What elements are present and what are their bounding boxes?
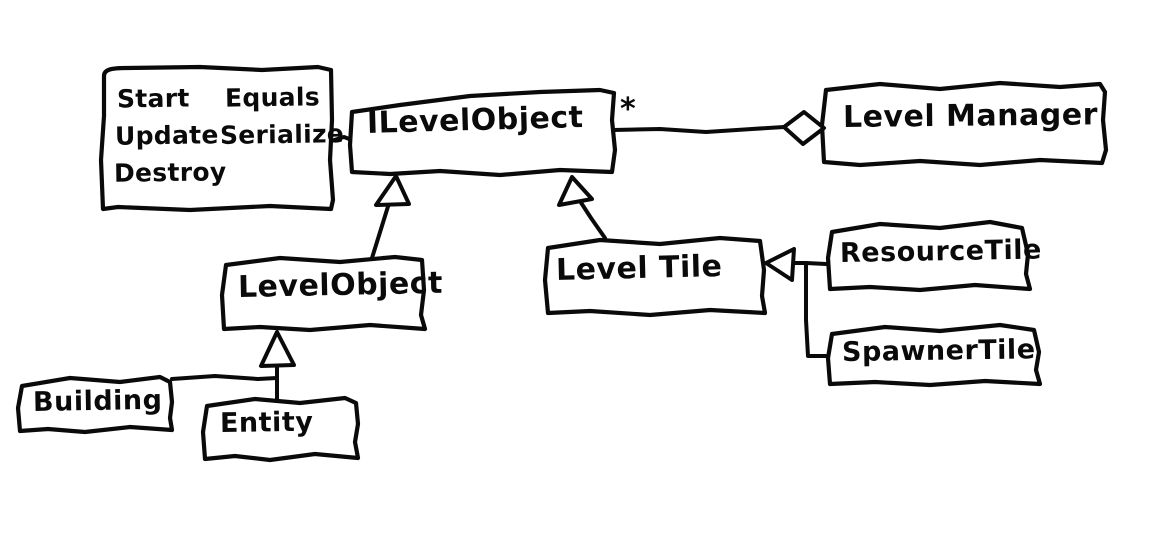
edge-spawnertile-to-leveltile (804, 262, 830, 358)
edge-leveltile-to-ilevelobject (576, 196, 607, 240)
methods-note-box (98, 64, 336, 213)
entity-box (200, 395, 361, 463)
generalization-triangle-levelobject-icon (374, 174, 411, 207)
edge-levelobject-to-ilevelobject (370, 198, 392, 260)
spawnertile-box (825, 322, 1043, 388)
edge-resourcetile-to-leveltile (788, 261, 828, 266)
generalization-triangle-leveltile-icon (557, 175, 594, 207)
generalization-triangle-entity-icon (259, 330, 296, 368)
levelmanager-box (819, 80, 1109, 168)
building-box (15, 374, 175, 435)
edge-ilevelobject-to-levelmanager (611, 125, 786, 134)
resourcetile-box (825, 219, 1033, 293)
edge-building-to-levelobject (170, 374, 279, 381)
leveltile-box (542, 235, 768, 318)
generalization-triangle-tiles-icon (764, 247, 796, 282)
ilevelobject-box (347, 87, 618, 178)
levelobject-box (219, 254, 428, 333)
aggregation-diamond-icon (782, 110, 826, 146)
